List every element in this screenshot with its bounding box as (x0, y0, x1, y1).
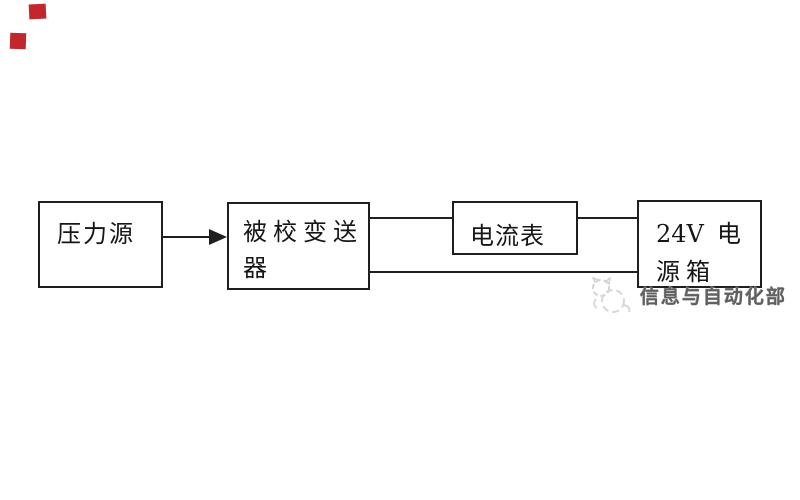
connector-ammeter-to-power (578, 217, 637, 219)
red-square-decoration-bottom (9, 32, 27, 50)
node-calibrated-transmitter: 被校变送 器 (227, 202, 370, 290)
node-calibrated-transmitter-label-line2: 器 (243, 254, 273, 282)
node-power-supply-box: 24V 电 源箱 (637, 200, 762, 288)
node-power-supply-label-line2: 源箱 (656, 258, 716, 286)
connector-pressure-to-transmitter (163, 236, 211, 238)
node-pressure-source-label: 压力源 (57, 220, 135, 248)
node-ammeter: 电流表 (452, 201, 578, 255)
node-power-supply-label-dian: 电 (717, 220, 741, 248)
node-calibrated-transmitter-label-line1: 被校变送 (243, 218, 363, 246)
node-ammeter-label: 电流表 (470, 222, 545, 250)
watermark-text: 信息与自动化部 (640, 286, 788, 308)
node-power-supply-label-line1: 24V 电 (656, 215, 741, 253)
connector-transmitter-to-ammeter (370, 217, 452, 219)
node-pressure-source: 压力源 (38, 201, 163, 288)
node-power-supply-label-24v: 24V (656, 220, 704, 248)
arrowhead-icon (209, 229, 227, 245)
cat-mascot-logo-icon (591, 277, 631, 313)
red-square-decoration-top (28, 3, 47, 20)
connector-transmitter-to-power-lower (370, 271, 637, 273)
